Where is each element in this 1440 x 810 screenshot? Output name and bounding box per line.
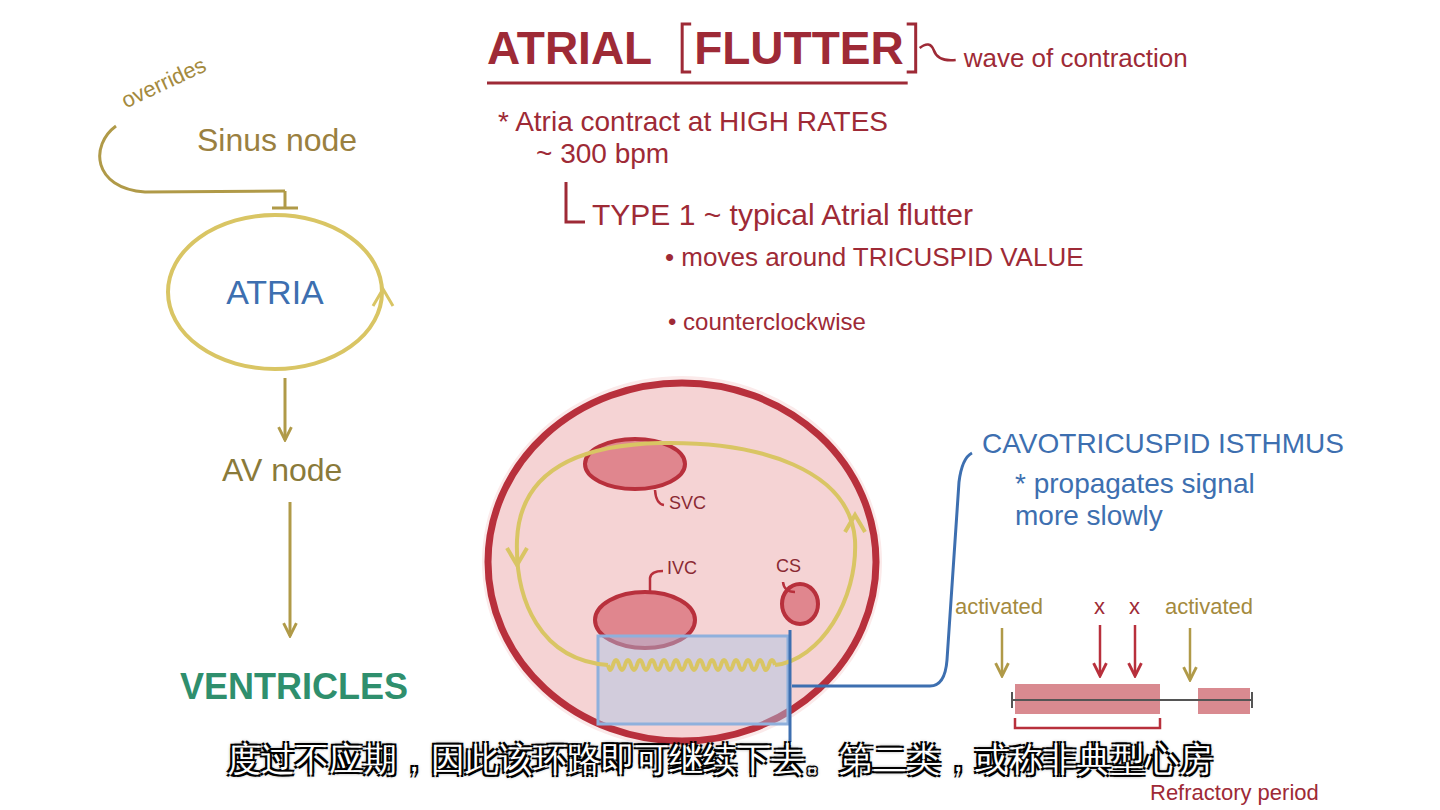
inhibit-bar xyxy=(272,191,298,208)
time-ticks xyxy=(1012,692,1252,708)
callout-heading: CAVOTRICUSPID ISTHMUS xyxy=(982,428,1344,460)
pathway-label: VENTRICLES xyxy=(180,666,408,707)
title: ATRIAL FLUTTER xyxy=(487,22,904,75)
callout-bracket xyxy=(789,630,792,742)
type-heading: TYPE 1 ~ typical Atrial flutter xyxy=(592,198,973,233)
subtitle: 度过不应期，因此该环路即可继续下去。第二类，或称非典型心房 xyxy=(0,740,1440,779)
annotation: overrides xyxy=(117,52,210,113)
callout-line xyxy=(792,453,972,686)
bracket xyxy=(907,24,916,72)
leader-line xyxy=(783,582,795,592)
part-name: SVC xyxy=(669,493,706,514)
part-name: IVC xyxy=(667,558,697,579)
period-label: Refractory period xyxy=(1150,780,1319,805)
svc-opening xyxy=(585,439,685,489)
part-name: CS xyxy=(776,556,801,577)
activation-arrow xyxy=(1189,628,1192,680)
pathway-label: Sinus node xyxy=(197,122,357,159)
block-mark: x xyxy=(1094,594,1105,619)
sub-bracket xyxy=(566,182,585,222)
loop-arrow-head xyxy=(845,515,865,532)
state-label: activated xyxy=(955,594,1043,619)
loop-arrow-head xyxy=(507,548,527,565)
bracket-tail xyxy=(920,44,956,60)
isthmus-highlight xyxy=(598,636,788,724)
block-mark: x xyxy=(1129,594,1140,619)
state-label: activated xyxy=(1165,594,1253,619)
callout-note: * propagates signal more slowly xyxy=(1015,468,1315,532)
bullet-point: • moves around TRICUSPID VALUE xyxy=(665,243,1084,273)
reentry-loop xyxy=(517,443,855,665)
slow-conduction-squiggle xyxy=(608,660,775,670)
bullet-point: • counterclockwise xyxy=(668,308,866,336)
definition-note: wave of contraction xyxy=(964,44,1188,74)
heart-halo xyxy=(482,376,882,748)
conduction-arrow xyxy=(289,502,292,636)
node-label: ATRIA xyxy=(165,273,385,312)
refractory-bracket xyxy=(1015,718,1160,728)
conduction-arrow xyxy=(284,378,287,440)
leader-line xyxy=(650,571,663,593)
title-underline xyxy=(487,81,908,84)
blocked-arrow xyxy=(1099,625,1102,676)
activation-arrow xyxy=(1001,628,1004,676)
atria-loop: ATRIA xyxy=(165,212,385,372)
pathway-label: AV node xyxy=(222,452,342,489)
blocked-arrow xyxy=(1134,625,1137,676)
time-line xyxy=(1012,699,1252,701)
leader-line xyxy=(655,490,664,505)
note: * Atria contract at HIGH RATES ~ 300 bpm xyxy=(498,106,896,170)
